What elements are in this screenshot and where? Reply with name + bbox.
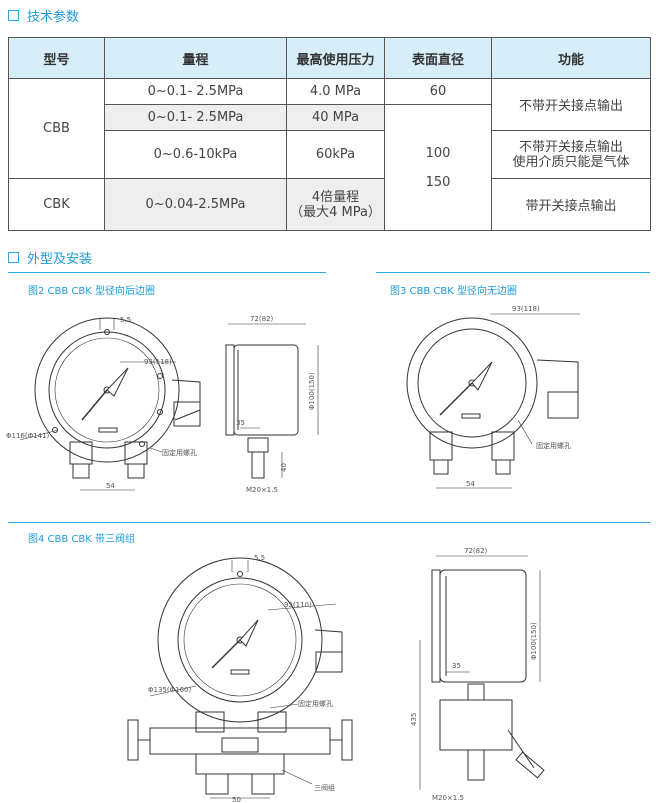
dim-label: 50: [232, 796, 241, 803]
divider: [8, 522, 650, 523]
dim-label: Φ135(Φ160): [148, 686, 191, 694]
cell-function: 带开关接点输出: [491, 178, 651, 231]
cell-model-cbb: CBB: [8, 78, 105, 179]
divider: [8, 272, 326, 273]
table-header-row: 型号 量程 最高使用压力 表面直径 功能: [8, 37, 651, 79]
cell-pressure: 40 MPa: [286, 104, 385, 131]
dim-label: 固定用螺孔: [536, 441, 571, 450]
figure-caption-4: 图4 CBB CBK 带三阀组: [28, 534, 136, 545]
dim-label: 35: [236, 419, 245, 427]
dim-label: 93(118): [144, 358, 172, 366]
section-title: 技术参数: [27, 10, 80, 25]
cell-range: 0~0.04-2.5MPa: [104, 178, 287, 231]
dim-label: 固定用螺孔: [298, 699, 333, 708]
divider: [376, 272, 650, 273]
dim-label: 93(110): [284, 601, 312, 609]
fig3-gauge: [406, 313, 580, 489]
dim-label: 72(82): [250, 315, 274, 323]
table-row: CBK 0~0.04-2.5MPa 4倍量程 （最大4 MPa） 带开关接点输出: [8, 178, 651, 231]
dim-label: M20×1.5: [432, 794, 464, 802]
dim-label: Φ116(Φ141): [6, 432, 49, 440]
spec-table: 型号 量程 最高使用压力 表面直径 功能 CBB 0~0.1- 2.5MPa 4…: [8, 37, 651, 231]
section-square-icon: [8, 10, 19, 21]
dim-label: 35: [452, 662, 461, 670]
cell-pressure: 4.0 MPa: [286, 78, 385, 105]
section-square-icon: [8, 252, 19, 263]
dim-label: 三阀组: [314, 783, 335, 792]
dim-label: 54: [466, 480, 475, 488]
fig2-front-gauge: [19, 317, 201, 491]
cell-range: 0~0.1- 2.5MPa: [104, 78, 287, 105]
dim-label: Φ100(150): [530, 622, 538, 660]
pressure-line: （最大4 MPa）: [290, 204, 381, 220]
cell-diameter-100: 100: [425, 145, 451, 161]
cell-diameter: 60: [384, 78, 492, 105]
dim-label: M20×1.5: [246, 486, 278, 494]
dim-label: 54: [106, 482, 115, 490]
cell-model-cbk: CBK: [8, 178, 105, 231]
figure-caption-2: 图2 CBB CBK 型径向后边圈: [28, 286, 156, 297]
header-model: 型号: [8, 37, 105, 79]
header-diameter: 表面直径: [384, 37, 492, 79]
header-max-pressure: 最高使用压力: [286, 37, 385, 79]
section-title: 外型及安装: [27, 252, 93, 267]
pressure-line: 4倍量程: [311, 189, 360, 205]
dim-label: 435: [410, 713, 418, 726]
cell-range: 0~0.6-10kPa: [104, 130, 287, 179]
section-header-install: 外型及安装: [8, 248, 92, 267]
dim-label: 40: [280, 463, 288, 472]
cell-pressure: 60kPa: [286, 130, 385, 179]
table-row: 0~0.6-10kPa 60kPa 不带开关接点输出 使用介质只能是气体: [9, 130, 651, 179]
header-range: 量程: [104, 37, 287, 79]
cell-diameter-group: 100 150: [384, 104, 492, 231]
dim-label: 93(118): [512, 305, 540, 313]
fig4-front-gauge: [127, 557, 353, 799]
dim-label: 固定用螺孔: [162, 448, 197, 457]
cell-pressure-cbk: 4倍量程 （最大4 MPa）: [286, 178, 385, 231]
cell-range: 0~0.1- 2.5MPa: [104, 104, 287, 131]
dim-label: 72(82): [464, 547, 488, 555]
table-row: 0~0.1- 2.5MPa 40 MPa 100 150: [9, 104, 651, 231]
function-line: 使用介质只能是气体: [512, 154, 630, 170]
dim-label: 5.5: [120, 316, 131, 324]
header-function: 功能: [491, 37, 651, 79]
cell-function-gas: 不带开关接点输出 使用介质只能是气体: [491, 130, 651, 179]
table-row: CBB 0~0.1- 2.5MPa 4.0 MPa 60 不带开关接点输出: [8, 78, 651, 179]
figure-caption-3: 图3 CBB CBK 型径向无边圈: [390, 286, 518, 297]
function-line: 不带开关接点输出: [518, 139, 623, 155]
section-header-specs: 技术参数: [8, 6, 79, 25]
fig4-side-gauge: [419, 555, 545, 790]
fig2-side-gauge: [225, 323, 319, 479]
dim-label: Φ100(150): [308, 372, 316, 410]
cell-function: 不带开关接点输出: [491, 78, 651, 131]
cell-diameter-150: 150: [425, 174, 451, 190]
dim-label: 5.5: [254, 554, 265, 562]
